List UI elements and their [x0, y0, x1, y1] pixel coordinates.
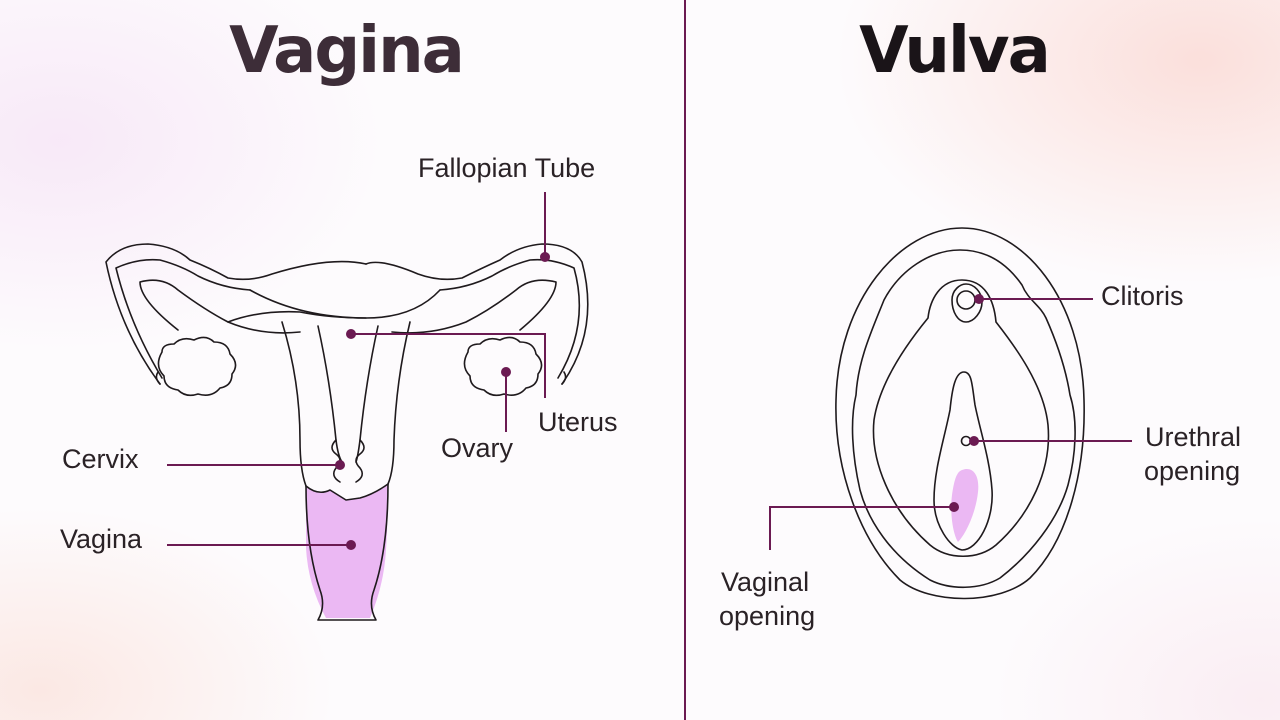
clitoris-shape [956, 290, 976, 310]
vulva-panel-title: Vulva [859, 14, 1051, 88]
urethral-opening-dot [969, 436, 979, 446]
vaginal-opening-label-line1: Vaginal [721, 567, 810, 597]
labia-minora-outer [872, 279, 1050, 557]
urethral-opening-label-line2: opening [1144, 456, 1241, 486]
labia-minora-inner [933, 371, 993, 551]
labia-majora-inner [851, 249, 1076, 589]
uterus-diagram [105, 243, 589, 621]
ovary-label: Ovary [441, 433, 514, 463]
vagina-panel-leaders [167, 192, 550, 550]
vagina-dot [346, 540, 356, 550]
panel-divider [684, 0, 686, 720]
fallopian-tube-label: Fallopian Tube [418, 153, 596, 183]
ovary-dot [501, 367, 511, 377]
vagina-label: Vagina [60, 524, 143, 554]
vagina-highlight [306, 484, 388, 618]
left-ovary [157, 336, 237, 397]
clitoris-label: Clitoris [1101, 281, 1184, 311]
vaginal-opening-dot [949, 502, 959, 512]
cervix-dot [335, 460, 345, 470]
cervix-label: Cervix [62, 444, 139, 474]
urethral-opening-label-line1: Urethral [1145, 422, 1242, 452]
vagina-panel-title: Vagina [229, 14, 465, 88]
uterus-dot [346, 329, 356, 339]
fallopian-tube-dot [540, 252, 550, 262]
vaginal-opening-label-line2: opening [719, 601, 816, 631]
vaginal-opening-leader [769, 506, 954, 550]
vulva-diagram [835, 227, 1085, 600]
vulva-outer-outline [835, 227, 1085, 600]
right-ovary [463, 336, 543, 397]
uterus-label: Uterus [538, 407, 618, 437]
vaginal-opening-highlight [951, 468, 979, 542]
uterus-leader [351, 333, 546, 398]
vulva-panel-leaders [769, 294, 1132, 550]
clitoris-dot [974, 294, 984, 304]
